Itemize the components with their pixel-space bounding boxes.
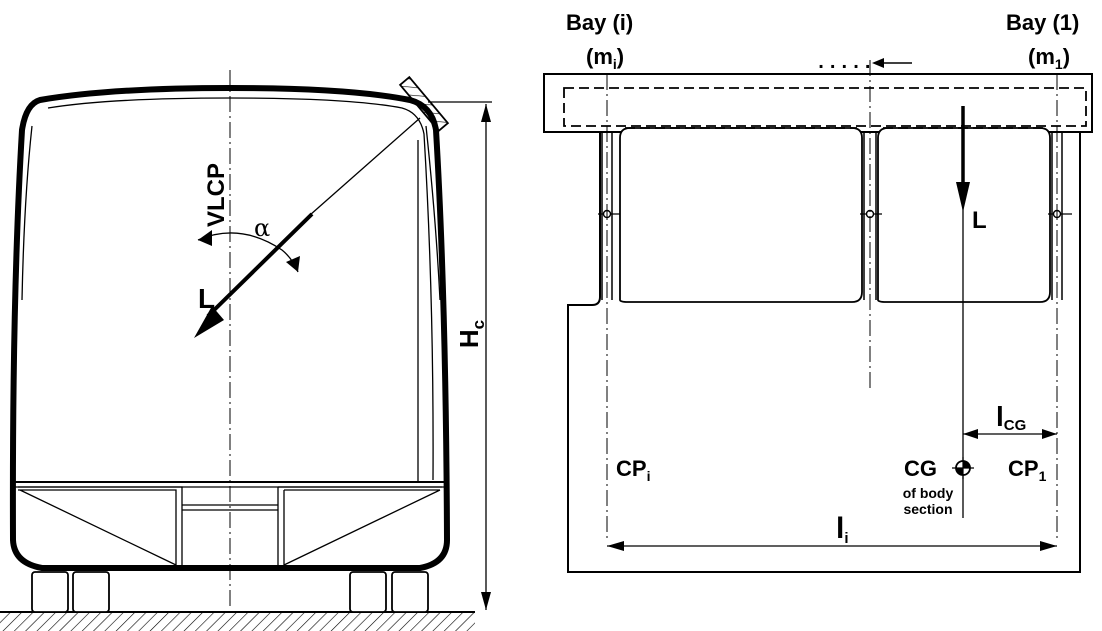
alpha-arrow-right <box>286 256 300 272</box>
force-label-left: L <box>198 283 215 314</box>
left-side-window <box>21 125 33 301</box>
l-i-arrow-left <box>607 541 624 551</box>
l-cg-arrow-right <box>1042 429 1057 439</box>
right-luggage-compartment <box>277 486 442 566</box>
l-i-label: li <box>836 512 849 547</box>
bay-1-mass: (m1) <box>1028 44 1070 72</box>
cg-symbol <box>952 457 974 479</box>
l-cg-arrow-left <box>963 429 978 439</box>
direction-arrow-head <box>872 58 884 68</box>
side-section-view: . . . . . L Bay (i) (mi) Bay (1) (m1) CP… <box>543 10 1093 573</box>
direction-dots: . . . . . <box>818 53 871 72</box>
height-label: Hc <box>454 320 488 348</box>
center-floor-box <box>182 504 278 511</box>
force-arrow-head <box>194 306 224 338</box>
wheel-left-inner <box>72 571 110 613</box>
bay-1-label: Bay (1) <box>1006 10 1079 35</box>
height-arrow-top <box>481 104 491 122</box>
window-right <box>877 127 1051 303</box>
roof-beam-dashed <box>563 87 1087 127</box>
bay-i-mass: (mi) <box>586 44 624 72</box>
bay-i-label: Bay (i) <box>566 10 633 35</box>
bus-body-inner <box>47 97 434 481</box>
cp-1-label: CP1 <box>1008 456 1047 484</box>
wheel-left-outer <box>31 571 69 613</box>
roof-hatch-plate <box>398 75 450 133</box>
wheel-right-inner <box>349 571 387 613</box>
diagonal-reference-line <box>309 117 421 216</box>
bus-cross-section: VLCP L α Hc <box>0 70 492 631</box>
svg-text:Hc: Hc <box>454 320 488 348</box>
l-cg-label: lCG <box>996 401 1026 434</box>
l-i-arrow-right <box>1040 541 1057 551</box>
wheel-right-outer <box>391 571 429 613</box>
alpha-label: α <box>254 214 270 242</box>
window-left <box>619 127 863 303</box>
height-arrow-bottom <box>481 592 491 610</box>
left-luggage-compartment <box>18 486 183 566</box>
cg-caption-line-2: section <box>903 501 952 517</box>
cp-i-label: CPi <box>616 456 650 484</box>
alpha-arrow-left <box>198 230 212 246</box>
right-side-window <box>425 125 441 301</box>
force-arrow-line <box>206 212 314 318</box>
force-arrow-down-head <box>956 182 970 212</box>
vlcp-label: VLCP <box>203 163 230 227</box>
cg-label: CG <box>904 456 937 481</box>
force-label-right: L <box>972 207 987 234</box>
cg-caption-line-1: of body <box>903 485 954 501</box>
bus-body-outline <box>9 85 450 571</box>
ground-hatch <box>0 612 475 631</box>
